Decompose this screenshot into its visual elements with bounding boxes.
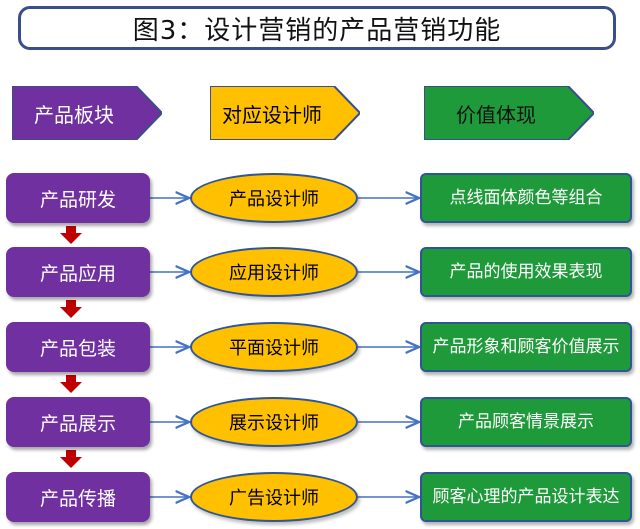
value-box: 顾客心理的产品设计表达 [420, 472, 632, 522]
designer-ellipse: 产品设计师 [190, 173, 358, 223]
header-label: 对应设计师 [222, 102, 322, 127]
header-label: 产品板块 [34, 102, 114, 127]
value-box: 产品形象和顾客价值展示 [420, 322, 632, 372]
value-box: 产品顾客情景展示 [420, 397, 632, 447]
header-designer: 对应设计师 [210, 86, 360, 140]
designer-ellipse: 展示设计师 [190, 397, 358, 447]
designer-ellipse: 广告设计师 [190, 472, 358, 522]
header-label: 价值体现 [456, 102, 536, 127]
designer-ellipse: 应用设计师 [190, 247, 358, 297]
value-box: 点线面体颜色等组合 [420, 173, 632, 223]
stage-box: 产品研发 [6, 173, 150, 223]
stage-box: 产品应用 [6, 247, 150, 297]
header-value: 价值体现 [424, 86, 594, 140]
value-box: 产品的使用效果表现 [420, 247, 632, 297]
down-arrow-icon [60, 226, 82, 244]
stage-box: 产品包装 [6, 322, 150, 372]
down-arrow-icon [60, 375, 82, 393]
down-arrow-icon [60, 300, 82, 318]
title-box: 图3：设计营销的产品营销功能 [18, 6, 616, 50]
stage-box: 产品传播 [6, 472, 150, 522]
designer-ellipse: 平面设计师 [190, 322, 358, 372]
page-title: 图3：设计营销的产品营销功能 [132, 15, 502, 46]
stage-box: 产品展示 [6, 397, 150, 447]
down-arrow-icon [60, 450, 82, 468]
header-product-section: 产品板块 [12, 86, 162, 140]
